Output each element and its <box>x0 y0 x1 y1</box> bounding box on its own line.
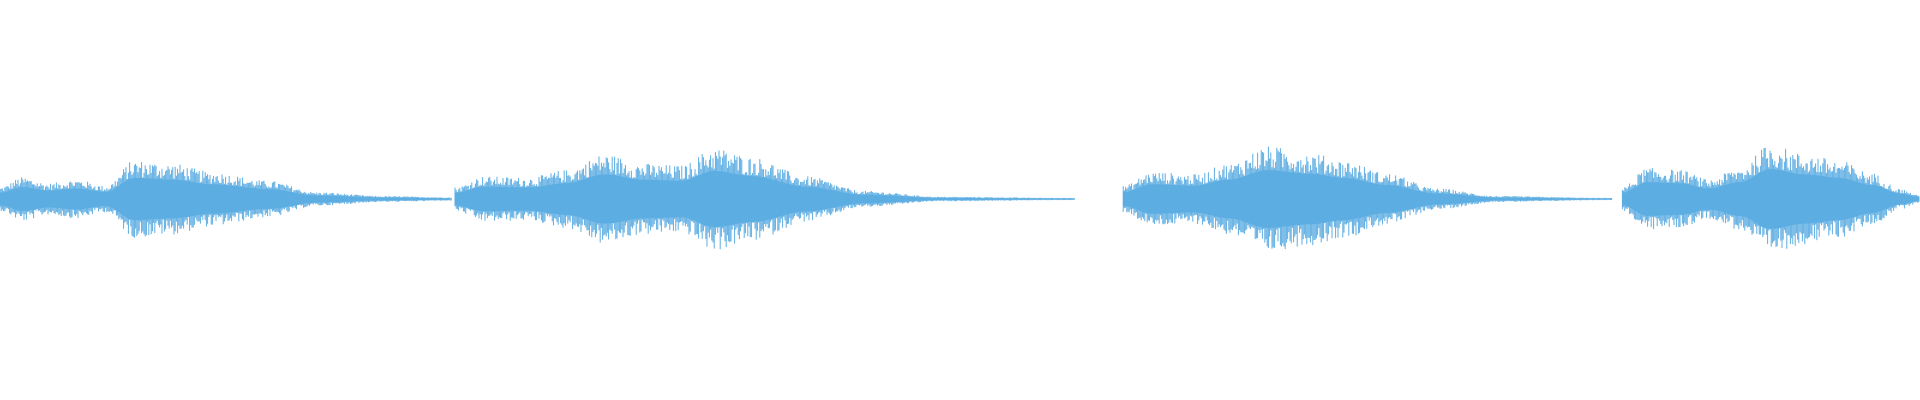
segment-4 <box>1621 147 1920 249</box>
segment-4-samples <box>1621 147 1920 249</box>
segment-1-body <box>0 177 450 221</box>
segment-1-samples <box>0 161 452 238</box>
segment-2-samples <box>454 150 1075 250</box>
segment-3 <box>1122 146 1613 250</box>
segment-3-samples <box>1122 146 1613 250</box>
segment-2 <box>454 150 1075 250</box>
segment-1 <box>0 161 452 238</box>
